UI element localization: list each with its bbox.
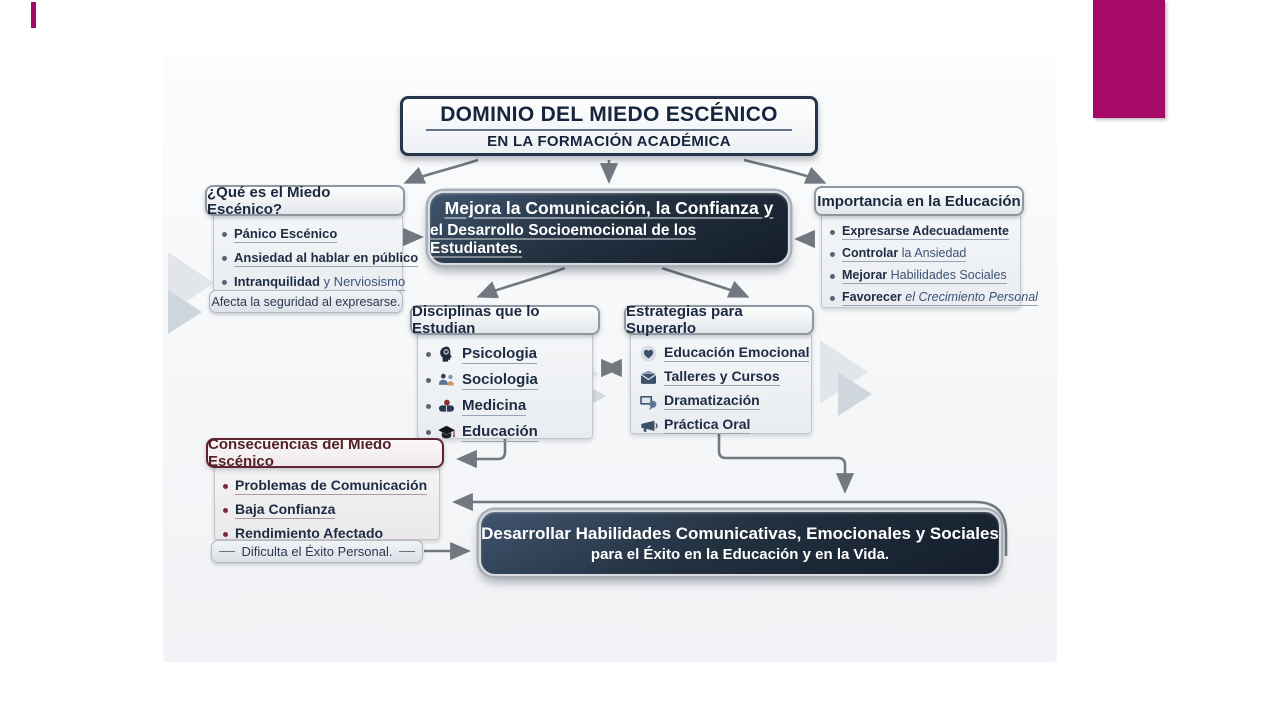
- list-item: Baja Confianza: [223, 498, 431, 522]
- list-item: Psicologia: [426, 341, 584, 367]
- psychology-head-icon: [440, 346, 452, 362]
- dash-decoration: [398, 551, 415, 552]
- list-item: Problemas de Comunicación: [223, 474, 431, 498]
- list-item: Educación Emocional: [639, 341, 810, 365]
- item-text: Ansiedad al hablar en público: [234, 249, 419, 265]
- bullet-dot: [426, 403, 431, 409]
- bullet-dot: [830, 229, 835, 235]
- item-text: Talleres y Cursos: [664, 368, 780, 386]
- item-text: Práctica Oral: [664, 416, 751, 434]
- people-icon: [438, 373, 454, 385]
- bullet-dot: [222, 231, 227, 237]
- list-item: Sociologia: [426, 367, 584, 393]
- heart-icon: [640, 345, 657, 361]
- bullet-dot: [426, 377, 431, 383]
- list-item: Controlar la Ansiedad: [830, 243, 1012, 265]
- list-item: Pánico Escénico: [222, 222, 394, 246]
- item-text: Pánico Escénico: [234, 225, 338, 241]
- que-es-header: ¿Qué es el Miedo Escénico?: [205, 184, 405, 218]
- item-text: Psicologia: [462, 344, 538, 364]
- title-box: DOMINIO DEL MIEDO ESCÉNICO EN LA FORMACI…: [400, 96, 818, 156]
- bullet-dot: [222, 255, 227, 261]
- magenta-accent-tick: [31, 2, 36, 28]
- importancia-panel: Expresarse Adecuadamente Controlar la An…: [821, 213, 1038, 309]
- importancia-header: Importancia en la Educación: [814, 186, 1024, 216]
- estrategias-header: Estrategias para Superarlo: [624, 303, 814, 337]
- title-line1: DOMINIO DEL MIEDO ESCÉNICO: [426, 103, 792, 131]
- disciplinas-header: Disciplinas que lo Estudian: [410, 303, 600, 337]
- item-text: Expresarse Adecuadamente: [842, 224, 1009, 238]
- item-text: Intranquilidad: [234, 273, 320, 289]
- item-text: Problemas de Comunicación: [235, 477, 428, 495]
- center-banner-line2: el Desarrollo Socioemocional de los Estu…: [430, 222, 697, 257]
- magenta-accent-rectangle: [1093, 0, 1165, 118]
- bullet-dot: [223, 483, 228, 489]
- title-line2: EN LA FORMACIÓN ACADÉMICA: [487, 132, 731, 150]
- center-banner-line1: Mejora la Comunicación, la Confianza y: [444, 198, 774, 218]
- item-text: Favorecer: [842, 290, 902, 304]
- list-item: Práctica Oral: [639, 413, 803, 437]
- bullet-dot: [830, 273, 835, 279]
- dash-decoration: [219, 551, 236, 552]
- bullet-dot: [223, 531, 228, 537]
- list-item: Favorecer el Crecimiento Personal: [830, 287, 1038, 309]
- item-text: Controlar: [842, 246, 899, 260]
- bottom-banner: Desarrollar Habilidades Comunicativas, E…: [479, 510, 1001, 576]
- list-item: Ansiedad al hablar en público: [222, 246, 419, 270]
- consecuencias-footer-text: Dificulta el Éxito Personal.: [241, 544, 393, 559]
- item-text: Educación: [462, 422, 538, 442]
- list-item: Educación: [426, 419, 584, 445]
- list-item: Expresarse Adecuadamente: [830, 221, 1012, 243]
- bullet-dot: [426, 351, 431, 357]
- item-text: Sociologia: [462, 370, 538, 390]
- estrategias-panel: Educación Emocional Talleres y Cursos Dr…: [630, 333, 812, 434]
- item-text: Dramatización: [664, 392, 760, 410]
- list-item: Talleres y Cursos: [639, 365, 803, 389]
- bullet-dot: [222, 279, 227, 285]
- list-item: Medicina: [426, 393, 584, 419]
- bullet-dot: [830, 251, 835, 257]
- drama-screen-icon: [640, 395, 657, 410]
- item-text: Educación Emocional: [664, 344, 810, 362]
- workshop-envelope-icon: [640, 370, 657, 384]
- bottom-banner-line1: Desarrollar Habilidades Comunicativas, E…: [481, 523, 999, 543]
- bullet-dot: [223, 507, 228, 513]
- que-es-footer: Afecta la seguridad al expresarse.: [209, 290, 403, 313]
- item-text: Medicina: [462, 396, 527, 416]
- graduation-cap-icon: [438, 425, 456, 438]
- bottom-banner-line2: para el Éxito en la Educación y en la Vi…: [590, 545, 890, 563]
- list-item: Mejorar Habilidades Sociales: [830, 265, 1012, 287]
- item-text: Baja Confianza: [235, 501, 336, 519]
- que-es-panel: Pánico Escénico Ansiedad al hablar en pú…: [213, 214, 419, 292]
- consecuencias-panel: Problemas de Comunicación Baja Confianza…: [214, 466, 440, 543]
- megaphone-icon: [641, 420, 658, 432]
- list-item: Dramatización: [639, 389, 803, 413]
- disciplinas-panel: Psicologia Sociologia Medicina Educación: [417, 333, 593, 442]
- bullet-dot: [426, 429, 431, 435]
- consecuencias-header: Consecuencias del Miedo Escénico: [206, 436, 444, 470]
- bullet-dot: [830, 295, 835, 301]
- medicine-icon: [438, 399, 455, 412]
- consecuencias-footer: Dificulta el Éxito Personal.: [211, 540, 423, 563]
- item-text: Mejorar: [842, 268, 888, 282]
- center-banner: Mejora la Comunicación, la Confianza y e…: [428, 191, 790, 265]
